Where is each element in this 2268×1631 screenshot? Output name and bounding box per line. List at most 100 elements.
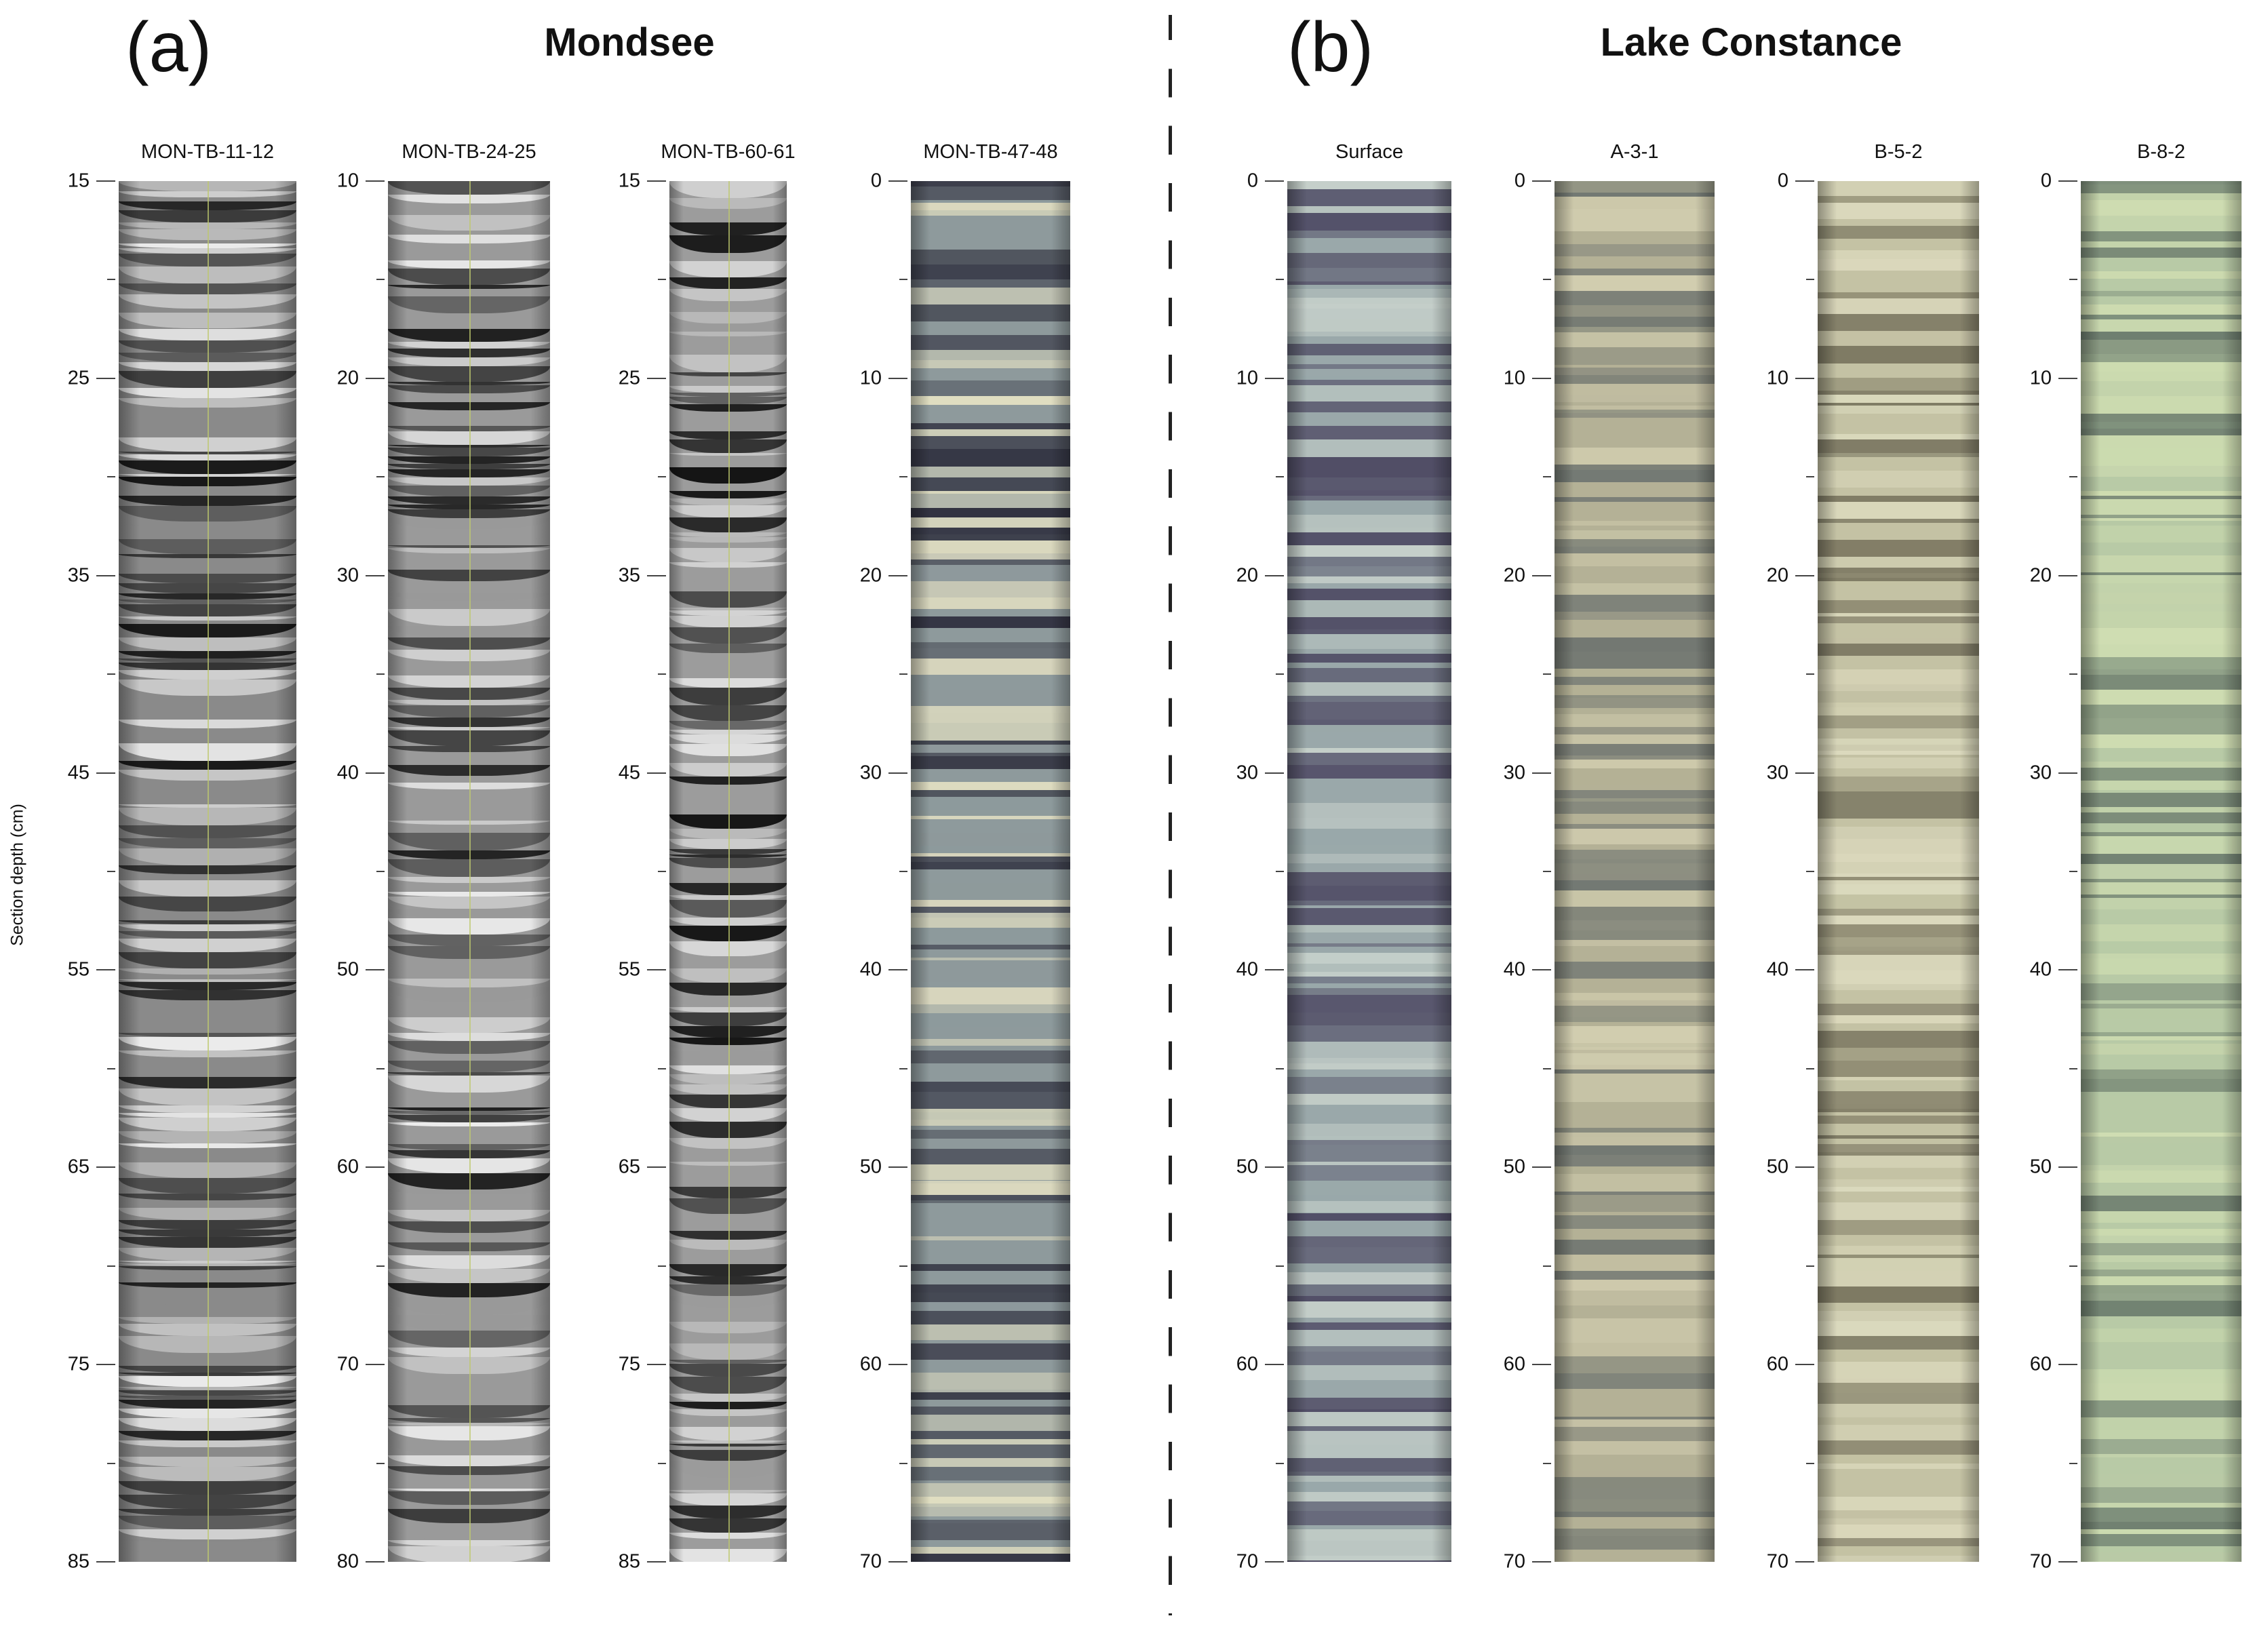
core-lamina	[2081, 604, 2242, 612]
minor-tick	[899, 1462, 907, 1464]
core-lamina	[1555, 1050, 1715, 1053]
core-lamina	[1818, 539, 1979, 557]
core-lamina	[911, 1223, 1070, 1237]
core-lamina	[1287, 1213, 1451, 1221]
core-lamina	[2081, 1534, 2242, 1547]
core-lamina	[1818, 1168, 1979, 1180]
major-tick	[2058, 180, 2077, 182]
core-lamina	[2081, 656, 2242, 669]
core-lamina	[2081, 448, 2242, 467]
core-lamina	[911, 1546, 1070, 1554]
major-tick	[647, 1364, 666, 1366]
core-lamina	[2081, 1474, 2242, 1487]
core-lamina	[1555, 768, 1715, 785]
tick-label: 60	[1766, 1353, 1788, 1375]
core-lamina	[1818, 578, 1979, 581]
tick-label: 35	[67, 564, 90, 587]
core-lamina	[911, 659, 1070, 675]
core-lamina	[1287, 1247, 1451, 1263]
core-lamina	[1287, 375, 1451, 380]
core-lamina	[911, 819, 1070, 833]
core-lamina	[1287, 515, 1451, 528]
core-lamina	[911, 1195, 1070, 1200]
core-lamina	[1555, 859, 1715, 863]
minor-tick	[899, 279, 907, 281]
core-lamina	[2081, 199, 2242, 216]
core-lamina	[1287, 901, 1451, 905]
core-lamina	[1818, 1191, 1979, 1202]
core-lamina	[911, 740, 1070, 745]
core-lamina	[1555, 1499, 1715, 1512]
core-lamina	[1818, 298, 1979, 314]
core-lamina	[1555, 727, 1715, 734]
core-lamina	[1818, 470, 1979, 488]
core-lamina	[1287, 369, 1451, 376]
core-lamina	[911, 349, 1070, 361]
core-lamina	[1818, 1303, 1979, 1311]
tick-label: 0	[870, 170, 882, 192]
core-lamina	[1287, 1457, 1451, 1472]
core-lamina	[911, 1415, 1070, 1431]
core-lamina	[1287, 662, 1451, 668]
major-tick	[647, 1561, 666, 1563]
core-lamina	[2081, 1096, 2242, 1114]
core-lamina	[911, 769, 1070, 782]
core-lamina	[911, 1293, 1070, 1302]
core-lamina	[2081, 1004, 2242, 1009]
core-lamina	[2081, 1036, 2242, 1040]
tick-label: 20	[2029, 564, 2052, 587]
core-lamina	[1818, 1202, 1979, 1220]
core-lamina	[2081, 396, 2242, 414]
tick-label: 0	[1777, 170, 1788, 192]
tick-label: 30	[336, 564, 359, 587]
major-tick	[888, 1166, 907, 1168]
core-lamina	[2081, 954, 2242, 958]
core-lamina	[1287, 649, 1451, 654]
major-tick	[1532, 772, 1551, 774]
core-lamina	[911, 1457, 1070, 1468]
minor-tick	[658, 1462, 666, 1464]
core-lamina	[1287, 576, 1451, 584]
core-lamina	[2081, 1195, 2242, 1211]
core-lamina	[911, 706, 1070, 713]
minor-tick	[107, 673, 115, 675]
core-lamina	[1287, 818, 1451, 829]
core-lamina	[1555, 1211, 1715, 1215]
core-lamina	[1555, 873, 1715, 880]
core-lamina	[911, 972, 1070, 983]
core-lamina	[1287, 682, 1451, 696]
core-lamina	[2081, 193, 2242, 200]
core-lamina	[2081, 975, 2242, 983]
core-lamina	[2081, 853, 2242, 864]
minor-tick	[899, 673, 907, 675]
core-lamina	[1287, 952, 1451, 964]
core-lamina	[911, 534, 1070, 541]
panel-b-letter: (b)	[1287, 8, 1374, 87]
core-lamina	[2081, 517, 2242, 521]
core-lamina	[1287, 1525, 1451, 1529]
minor-tick	[1543, 1462, 1551, 1464]
major-tick	[1265, 1364, 1284, 1366]
core-lamina	[1555, 698, 1715, 708]
core-lamina	[1818, 754, 1979, 758]
core-lamina	[1287, 634, 1451, 650]
core-lamina	[1555, 496, 1715, 503]
core-lamina	[911, 1270, 1070, 1285]
core-lamina	[1555, 553, 1715, 566]
core-lamina	[1287, 297, 1451, 304]
core-lamina	[1555, 1342, 1715, 1356]
minor-tick	[2069, 476, 2077, 478]
core-lamina	[2081, 789, 2242, 793]
core-lamina	[1555, 383, 1715, 395]
core-lamina	[911, 1183, 1070, 1196]
core-lamina	[911, 1013, 1070, 1027]
core-lamina	[911, 1039, 1070, 1046]
major-tick	[647, 1166, 666, 1168]
core-label: B-5-2	[1874, 141, 1923, 163]
core-lamina	[1287, 336, 1451, 345]
core-lamina	[1287, 1165, 1451, 1181]
minor-tick	[2069, 871, 2077, 872]
core-lamina	[911, 713, 1070, 724]
core-lamina	[1287, 527, 1451, 533]
core-lamina	[1287, 289, 1451, 298]
